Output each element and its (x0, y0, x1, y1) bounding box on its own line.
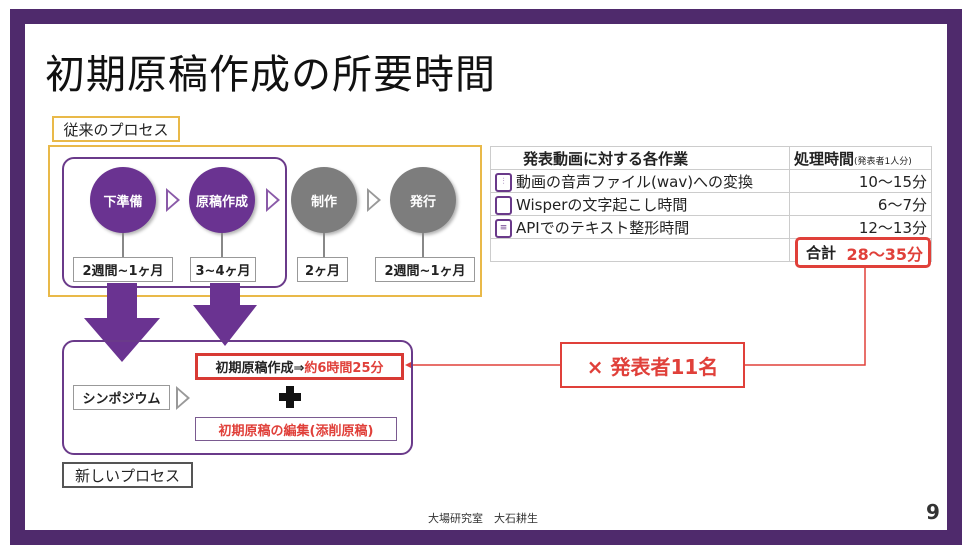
table-row: Wisperの文字起こし時間 6～7分 (489, 192, 932, 216)
connector (122, 233, 124, 258)
down-arrow-icon (84, 283, 160, 362)
old-process-label: 従来のプロセス (52, 116, 180, 142)
document-icon (495, 195, 512, 215)
arrow-right-icon (266, 188, 280, 212)
arrow-right-icon (367, 188, 381, 212)
step-circle: 原稿作成 (189, 167, 255, 233)
task: Wisperの文字起こし時間 (516, 195, 688, 214)
down-arrow-icon (193, 283, 257, 346)
total-label: 合計 (805, 244, 836, 262)
new-process-box (62, 340, 413, 455)
task: APIでのテキスト整形時間 (516, 218, 690, 237)
table-row: ≡APIでのテキスト整形時間 12～13分 (489, 215, 932, 239)
draft-label: 初期原稿作成⇒ (215, 361, 305, 376)
page-number: 9 (926, 500, 940, 524)
time: 12～13分 (789, 215, 932, 239)
time: 6～7分 (789, 192, 932, 216)
connector (221, 233, 223, 258)
plus-icon (279, 386, 301, 408)
header-text: 処理時間 (794, 149, 855, 168)
arrow-right-icon (166, 188, 180, 212)
highlighted-steps-box (62, 157, 287, 288)
connector (323, 233, 325, 258)
audio-file-icon: ⫶ (495, 172, 512, 192)
multiplier-box: × 発表者11名 (560, 342, 745, 388)
total-value: 28～35分 (846, 244, 923, 264)
header-note: (発表者1人分) (854, 156, 912, 167)
slide-title: 初期原稿作成の所要時間 (45, 52, 496, 98)
edit-draft-box: 初期原稿の編集(添削原稿) (195, 417, 397, 441)
task: 動画の音声ファイル(wav)への変換 (516, 172, 754, 191)
text-document-icon: ≡ (495, 218, 512, 238)
step-circle: 制作 (291, 167, 357, 233)
symposium-tag: シンポジウム (73, 385, 170, 410)
time: 10～15分 (789, 169, 932, 193)
connector-line (745, 268, 866, 366)
draft-time-box: 初期原稿作成⇒約6時間25分 (195, 353, 404, 380)
new-process-label: 新しいプロセス (62, 462, 193, 488)
duration-tag: 2週間~1ヶ月 (375, 257, 475, 282)
draft-time: 約6時間25分 (304, 361, 384, 376)
old-process-box (48, 145, 482, 297)
duration-tag: 3~4ヶ月 (190, 257, 256, 282)
duration-tag: 2ヶ月 (297, 257, 348, 282)
table-row: ⫶動画の音声ファイル(wav)への変換 10～15分 (489, 169, 932, 193)
arrow-right-icon (176, 386, 190, 410)
table-header: 処理時間(発表者1人分) (789, 146, 932, 170)
step-circle: 発行 (390, 167, 456, 233)
duration-tag: 2週間~1ヶ月 (73, 257, 173, 282)
table-header: 発表動画に対する各作業 (489, 146, 791, 170)
step-circle: 下準備 (90, 167, 156, 233)
total-box: 合計 28～35分 (795, 237, 931, 268)
connector (422, 233, 424, 258)
footer-author: 大場研究室 大石耕生 (428, 512, 538, 525)
